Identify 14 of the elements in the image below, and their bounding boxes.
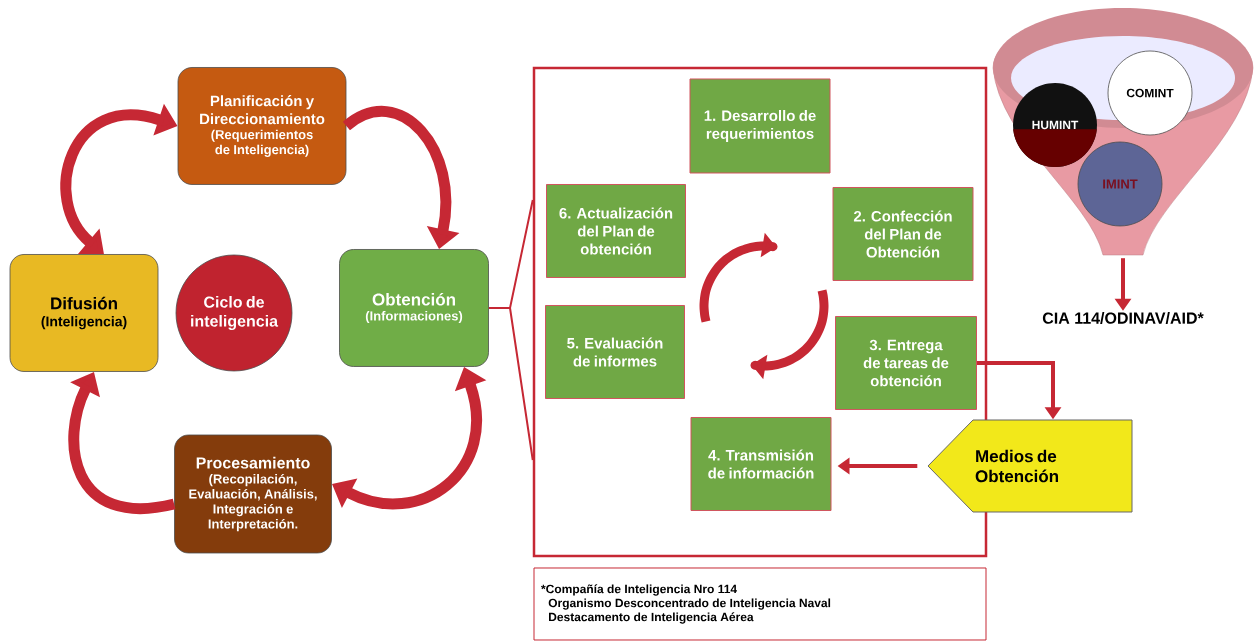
text-label: CIA 114/ODINAV/AID* (1042, 312, 1204, 324)
step-box: 4. Transmisión de información (690, 417, 832, 511)
step-box: 3. Entrega de tareas de obtención (835, 316, 977, 410)
process-box: Difusión (Inteligencia) (9, 254, 159, 372)
step-box: 5. Evaluación de informes (545, 305, 685, 399)
arrow (68, 372, 176, 514)
step-box: 6. Actualización del Plan de obtención (546, 184, 686, 278)
process-box: Procesamiento (Recopilación, Evaluación, Análisis, Integración e Interpretación. (174, 434, 332, 554)
arrow (487, 199, 534, 461)
step-box: 2. Confección del Plan de Obtención (832, 187, 974, 281)
note-box: *Compañía de Inteligencia Nro 114 Organismo Desconcentrado de Inteligencia Naval Destacamento de Inteligencia Aérea (533, 567, 987, 641)
process-box: Planificación y Direccionamiento (Requerimientos de Inteligencia) (177, 67, 347, 185)
process-box: Obtención (Informaciones) (339, 249, 489, 367)
step-box: 1. Desarrollo de requerimientos (689, 78, 831, 174)
